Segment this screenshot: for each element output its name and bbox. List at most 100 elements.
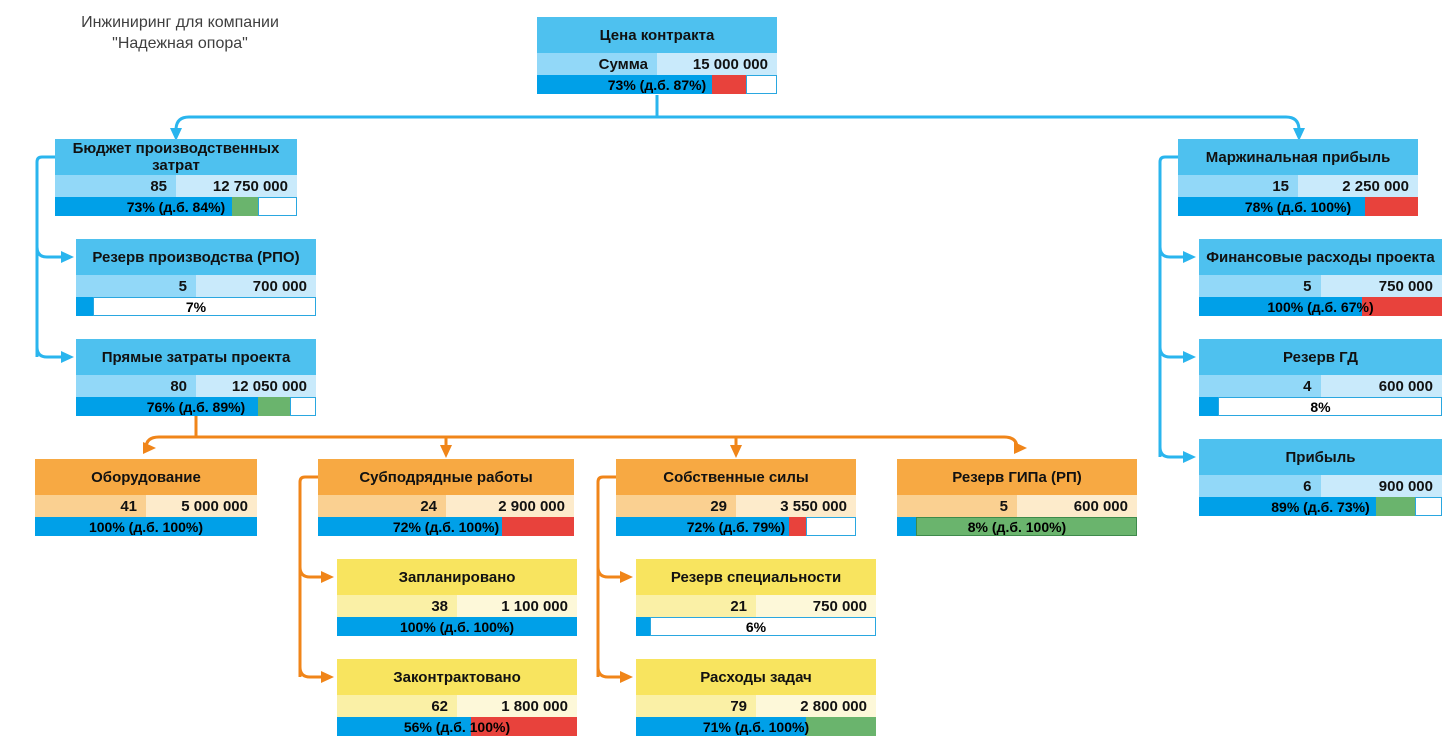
node-amount-cell: 2 250 000 [1298, 175, 1418, 197]
node-title: Резерв ГИПа (РП) [897, 459, 1137, 495]
node-values: 38 1 100 000 [337, 595, 577, 617]
progress-label: 76% (д.б. 89%) [146, 398, 246, 415]
node-values: 21 750 000 [636, 595, 876, 617]
connector-budget-children [35, 155, 74, 363]
progress-segment-ok [806, 717, 876, 736]
node-production-reserve[interactable]: Резерв производства (РПО) 5 700 000 7% [76, 239, 316, 316]
node-direct-costs[interactable]: Прямые затраты проекта 80 12 050 000 76%… [76, 339, 316, 416]
node-title: Цена контракта [537, 17, 777, 53]
node-progress-bar: 8% (д.б. 100%) [897, 517, 1137, 536]
node-task-expenses[interactable]: Расходы задач 79 2 800 000 71% (д.б. 100… [636, 659, 876, 736]
node-amount-cell: 600 000 [1017, 495, 1137, 517]
node-amount-cell: 1 800 000 [457, 695, 577, 717]
node-count-cell: Сумма [537, 53, 657, 75]
node-values: 80 12 050 000 [76, 375, 316, 397]
node-count-cell: 62 [337, 695, 457, 717]
node-amount-cell: 3 550 000 [736, 495, 856, 517]
progress-segment-fill [1199, 397, 1219, 416]
node-progress-bar: 8% [1199, 397, 1442, 416]
progress-label: 72% (д.б. 79%) [686, 518, 786, 535]
node-values: 6 900 000 [1199, 475, 1442, 497]
node-specialty-reserve[interactable]: Резерв специальности 21 750 000 6% [636, 559, 876, 636]
progress-segment-ok [1376, 497, 1416, 516]
progress-label: 78% (д.б. 100%) [1244, 198, 1352, 215]
progress-segment-rest [805, 517, 856, 536]
node-values: Сумма 15 000 000 [537, 53, 777, 75]
node-gd-reserve[interactable]: Резерв ГД 4 600 000 8% [1199, 339, 1442, 416]
node-count-cell: 85 [55, 175, 176, 197]
node-financial-expenses[interactable]: Финансовые расходы проекта 5 750 000 100… [1199, 239, 1442, 316]
progress-segment-rest [650, 617, 876, 636]
node-values: 5 600 000 [897, 495, 1137, 517]
node-values: 29 3 550 000 [616, 495, 856, 517]
node-count-cell: 6 [1199, 475, 1321, 497]
node-count-cell: 21 [636, 595, 756, 617]
progress-segment-fill [636, 717, 807, 736]
node-amount-cell: 750 000 [756, 595, 876, 617]
progress-segment-fill [1199, 497, 1377, 516]
node-amount-cell: 2 800 000 [756, 695, 876, 717]
node-contract-price[interactable]: Цена контракта Сумма 15 000 000 73% (д.б… [537, 17, 777, 94]
node-production-budget[interactable]: Бюджет производственных затрат 85 12 750… [55, 139, 297, 216]
progress-segment-okb [916, 517, 1137, 536]
node-amount-cell: 12 050 000 [196, 375, 316, 397]
node-count-cell: 80 [76, 375, 196, 397]
node-progress-bar: 72% (д.б. 100%) [318, 517, 574, 536]
node-progress-bar: 72% (д.б. 79%) [616, 517, 856, 536]
node-title: Резерв ГД [1199, 339, 1442, 375]
node-progress-bar: 76% (д.б. 89%) [76, 397, 316, 416]
node-count-cell: 41 [35, 495, 146, 517]
progress-segment-fill [537, 75, 713, 94]
node-progress-bar: 7% [76, 297, 316, 316]
node-progress-bar: 73% (д.б. 84%) [55, 197, 297, 216]
connector-top-tree [170, 95, 1305, 141]
node-values: 15 2 250 000 [1178, 175, 1418, 197]
node-progress-bar: 73% (д.б. 87%) [537, 75, 777, 94]
node-gip-reserve[interactable]: Резерв ГИПа (РП) 5 600 000 8% (д.б. 100%… [897, 459, 1137, 536]
node-planned[interactable]: Запланировано 38 1 100 000 100% (д.б. 10… [337, 559, 577, 636]
progress-segment-over [1361, 297, 1442, 316]
node-progress-bar: 100% (д.б. 67%) [1199, 297, 1442, 316]
progress-segment-rest [1415, 497, 1442, 516]
node-subcontract-works[interactable]: Субподрядные работы 24 2 900 000 72% (д.… [318, 459, 574, 536]
node-amount-cell: 750 000 [1320, 275, 1442, 297]
progress-segment-over [788, 517, 806, 536]
progress-segment-fill [55, 197, 232, 216]
node-count-cell: 5 [1199, 275, 1321, 297]
node-count-cell: 4 [1199, 375, 1321, 397]
node-profit[interactable]: Прибыль 6 900 000 89% (д.б. 73%) [1199, 439, 1442, 516]
node-values: 62 1 800 000 [337, 695, 577, 717]
node-title: Прямые затраты проекта [76, 339, 316, 375]
progress-segment-over [1365, 197, 1418, 216]
node-title: Бюджет производственных затрат [55, 139, 297, 175]
node-contracted[interactable]: Законтрактовано 62 1 800 000 56% (д.б. 1… [337, 659, 577, 736]
node-progress-bar: 78% (д.б. 100%) [1178, 197, 1418, 216]
page-title-line2: "Надежная опора" [112, 35, 248, 52]
node-title: Запланировано [337, 559, 577, 595]
progress-label: 7% [185, 298, 207, 315]
node-marginal-profit[interactable]: Маржинальная прибыль 15 2 250 000 78% (д… [1178, 139, 1418, 216]
progress-segment-fill [318, 517, 503, 536]
progress-segment-fill [35, 517, 257, 536]
node-amount-cell: 700 000 [196, 275, 316, 297]
node-title: Субподрядные работы [318, 459, 574, 495]
node-count-cell: 5 [76, 275, 196, 297]
progress-label: 89% (д.б. 73%) [1271, 498, 1370, 515]
node-count-cell: 38 [337, 595, 457, 617]
node-own-forces[interactable]: Собственные силы 29 3 550 000 72% (д.б. … [616, 459, 856, 536]
node-title: Резерв производства (РПО) [76, 239, 316, 275]
progress-label: 8% [1310, 398, 1331, 415]
node-amount-cell: 900 000 [1320, 475, 1442, 497]
connector-subcontract-children [298, 475, 334, 683]
node-count-cell: 5 [897, 495, 1017, 517]
node-count-cell: 29 [616, 495, 736, 517]
progress-label: 72% (д.б. 100%) [392, 518, 500, 535]
node-values: 41 5 000 000 [35, 495, 257, 517]
node-equipment[interactable]: Оборудование 41 5 000 000 100% (д.б. 100… [35, 459, 257, 536]
progress-segment-over [502, 517, 574, 536]
progress-segment-fill [636, 617, 651, 636]
node-values: 79 2 800 000 [636, 695, 876, 717]
progress-label: 73% (д.б. 87%) [607, 76, 707, 93]
